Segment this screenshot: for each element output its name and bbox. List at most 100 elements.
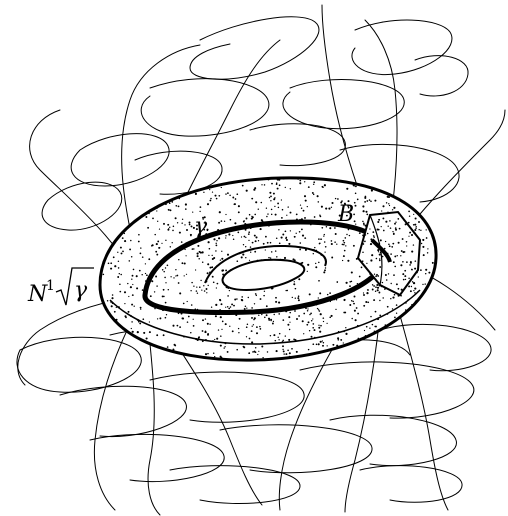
- stipple-dot: [281, 237, 283, 239]
- stipple-dot: [426, 362, 428, 364]
- stipple-dot: [184, 262, 186, 264]
- stipple-dot: [318, 297, 319, 298]
- stipple-dot: [395, 229, 397, 231]
- stipple-dot: [359, 276, 361, 278]
- stipple-dot: [414, 229, 416, 231]
- stipple-dot: [236, 349, 238, 351]
- stipple-dot: [391, 246, 393, 248]
- stipple-dot: [355, 319, 357, 321]
- stipple-dot: [403, 251, 404, 252]
- stipple-dot: [134, 191, 135, 192]
- stipple-dot: [113, 256, 115, 258]
- stipple-dot: [230, 306, 232, 308]
- stipple-dot: [415, 217, 417, 219]
- stipple-dot: [279, 333, 281, 335]
- stipple-dot: [314, 247, 315, 248]
- stipple-dot: [331, 202, 333, 204]
- stipple-dot: [208, 362, 210, 364]
- stipple-dot: [374, 326, 375, 327]
- stipple-dot: [264, 291, 265, 292]
- stipple-dot: [265, 236, 267, 238]
- stipple-dot: [200, 252, 202, 254]
- stipple-dot: [121, 348, 123, 350]
- stipple-dot: [173, 362, 174, 363]
- stipple-dot: [376, 258, 378, 260]
- stipple-dot: [296, 214, 298, 216]
- stipple-dot: [366, 182, 367, 183]
- stipple-dot: [310, 313, 312, 315]
- stipple-dot: [314, 329, 316, 331]
- stipple-dot: [222, 321, 224, 323]
- stipple-dot: [209, 189, 210, 190]
- stipple-dot: [197, 253, 199, 255]
- stipple-dot: [370, 201, 372, 203]
- stipple-dot: [177, 325, 179, 327]
- stipple-dot: [392, 339, 393, 340]
- stipple-dot: [286, 215, 287, 216]
- stipple-dot: [307, 308, 308, 309]
- stipple-dot: [400, 193, 402, 195]
- stipple-dot: [276, 256, 277, 257]
- foliation-loop: [190, 17, 319, 79]
- stipple-dot: [419, 344, 421, 346]
- stipple-dot: [215, 250, 216, 251]
- stipple-dot: [344, 250, 346, 252]
- stipple-dot: [303, 313, 305, 315]
- stipple-dot: [204, 176, 205, 177]
- stipple-dot: [236, 260, 238, 262]
- stipple-dot: [168, 209, 170, 211]
- stipple-dot: [414, 224, 416, 226]
- stipple-dot: [326, 226, 328, 228]
- stipple-dot: [340, 339, 342, 341]
- stipple-dot: [399, 228, 401, 230]
- stipple-dot: [335, 309, 336, 310]
- stipple-dot: [205, 353, 207, 355]
- stipple-dot: [236, 175, 238, 177]
- stipple-dot: [248, 240, 249, 241]
- stipple-dot: [400, 326, 402, 328]
- stipple-dot: [382, 217, 384, 219]
- stipple-dot: [308, 186, 310, 188]
- stipple-dot: [264, 184, 266, 186]
- stipple-dot: [416, 226, 417, 227]
- stipple-dot: [179, 326, 181, 328]
- stipple-dot: [115, 319, 117, 321]
- stipple-dot: [256, 326, 258, 328]
- stipple-dot: [149, 331, 151, 333]
- stipple-dot: [168, 289, 169, 290]
- stipple-dot: [411, 178, 412, 179]
- stipple-dot: [270, 335, 271, 336]
- stipple-dot: [396, 283, 398, 285]
- stipple-dot: [388, 244, 390, 246]
- stipple-dot: [210, 267, 212, 269]
- stipple-dot: [221, 329, 222, 330]
- stipple-dot: [178, 181, 180, 183]
- stipple-dot: [250, 252, 251, 253]
- stipple-dot: [184, 224, 185, 225]
- stipple-dot: [413, 282, 415, 284]
- stipple-dot: [325, 246, 327, 248]
- stipple-dot: [423, 254, 425, 256]
- stipple-dot: [420, 230, 421, 231]
- stipple-dot: [400, 335, 402, 337]
- stipple-dot: [114, 232, 116, 234]
- stipple-dot: [158, 359, 160, 361]
- stipple-dot: [178, 190, 179, 191]
- stipple-dot: [149, 204, 150, 205]
- stipple-dot: [392, 297, 394, 299]
- stipple-dot: [209, 248, 211, 250]
- stipple-dot: [156, 254, 158, 256]
- stipple-dot: [401, 289, 403, 291]
- stipple-dot: [255, 293, 257, 295]
- stipple-dot: [114, 364, 116, 366]
- stipple-dot: [426, 237, 428, 239]
- stipple-dot: [131, 328, 132, 329]
- stipple-dot: [322, 345, 324, 347]
- stipple-dot: [381, 226, 382, 227]
- stipple-dot: [309, 293, 311, 295]
- stipple-dot: [254, 251, 256, 253]
- foliation-loop: [352, 20, 452, 75]
- stipple-dot: [383, 230, 385, 232]
- stipple-dot: [385, 241, 386, 242]
- stipple-dot: [135, 339, 137, 341]
